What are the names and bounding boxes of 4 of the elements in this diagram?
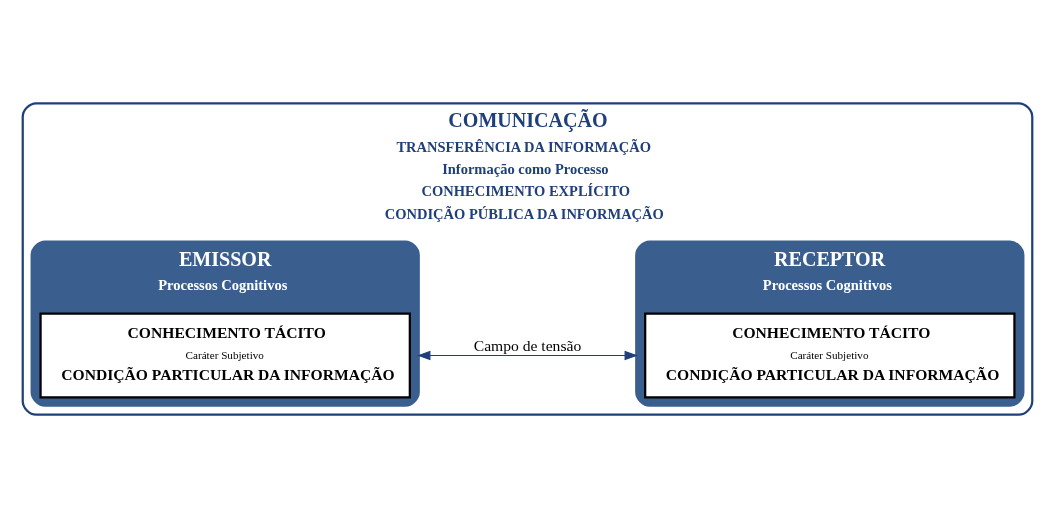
node-box: CONHECIMENTO TÁCITO Caráter Subjetivo CONDIÇÃO PARTICULAR DA INFORMAÇÃO — [39, 312, 411, 398]
edge-label: Campo de tensão — [473, 336, 582, 354]
arrow — [417, 350, 638, 360]
node-box: CONHECIMENTO TÁCITO Caráter Subjetivo CONDIÇÃO PARTICULAR DA INFORMAÇÃO — [644, 312, 1016, 398]
